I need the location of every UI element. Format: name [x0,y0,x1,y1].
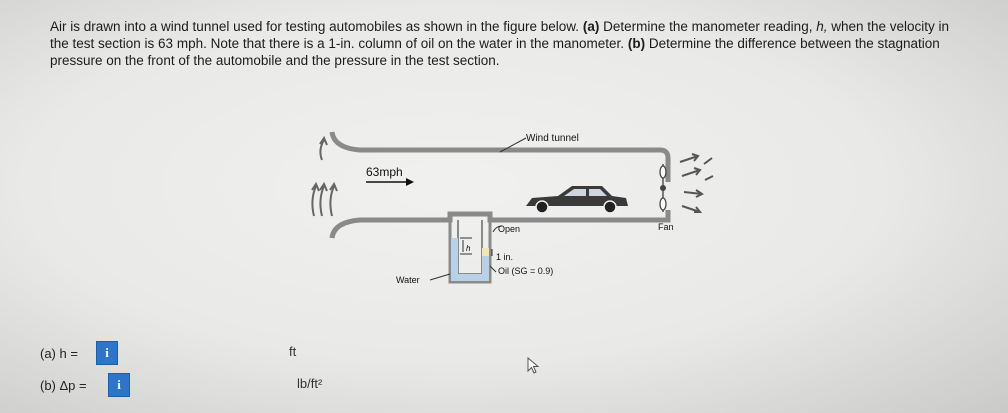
info-button-a[interactable]: i [96,341,118,365]
answer-row-b: (b) Δp = i [40,371,130,399]
part-a-text: Determine the manometer reading, [603,19,813,34]
h-label: h [466,244,471,253]
part-a-text-2: when the velocity in the test section is… [50,19,950,51]
part-b-text: Determine the difference between the sta… [50,36,940,68]
wind-tunnel-label: Wind tunnel [526,133,579,144]
unit-a: ft [289,344,297,359]
oil-label: Oil (SG = 0.9) [498,266,553,276]
info-button-b[interactable]: i [108,373,130,397]
intake-arrows-icon [311,135,338,217]
part-a-variable: h, [816,19,828,34]
exhaust-arrows-icon [679,153,714,213]
part-b-marker: (b) [627,36,646,51]
fan-label: Fan [658,222,674,232]
part-a-marker: (a) [582,19,600,34]
manometer [448,220,492,284]
tunnel-upper-wall [329,131,671,168]
wind-tunnel-figure: Wind tunnel 63mph h Open 1 in. Oil (SG =… [311,131,714,285]
flow-arrow-icon [366,178,414,186]
fan-icon [659,164,667,212]
tunnel-lower-wall [329,210,671,239]
one-inch-label: 1 in. [496,252,513,262]
car-icon [526,186,628,214]
answer-row-a: (a) h = i [40,339,118,367]
answer-b-label: (b) Δp = [40,377,87,393]
speed-label: 63mph [366,165,403,179]
answer-a-label: (a) h = [40,345,78,361]
mouse-cursor-icon [527,357,540,374]
water-label: Water [396,275,420,285]
question-intro: Air is drawn into a wind tunnel used for… [50,19,580,34]
open-label: Open [498,224,520,234]
question-text: Air is drawn into a wind tunnel used for… [50,18,950,69]
h-marker-icon [460,237,472,255]
unit-b: lb/ft² [297,376,323,391]
